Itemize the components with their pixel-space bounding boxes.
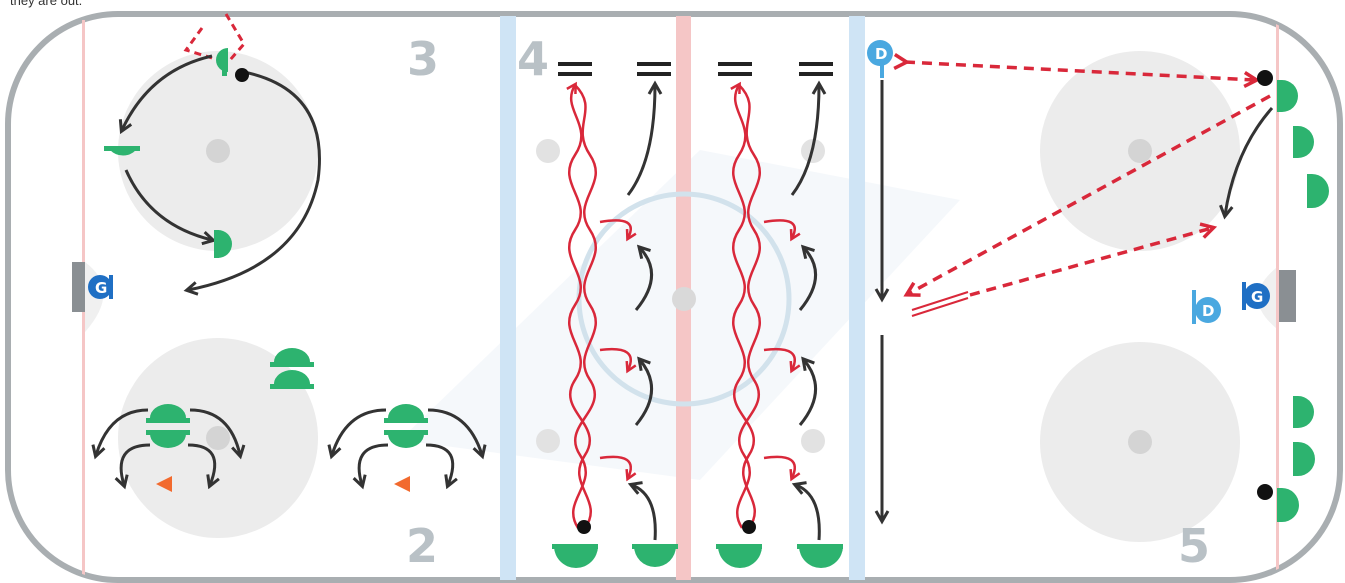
skate-path bbox=[189, 408, 246, 460]
pass-path bbox=[763, 455, 801, 482]
player-icon bbox=[218, 230, 232, 258]
pass-path bbox=[224, 13, 246, 61]
puck bbox=[577, 520, 591, 534]
player-icon bbox=[718, 546, 762, 568]
pass-path bbox=[599, 219, 637, 242]
player-icon bbox=[274, 348, 310, 362]
player-icon bbox=[1298, 126, 1314, 158]
player-icon bbox=[110, 150, 136, 156]
pass-path bbox=[893, 52, 1261, 89]
skate-path bbox=[790, 80, 827, 196]
defense-label: D bbox=[875, 45, 887, 63]
pass-path bbox=[763, 347, 801, 374]
station-number-3: 3 bbox=[407, 32, 439, 86]
weave-path bbox=[566, 81, 592, 529]
player-icon bbox=[274, 370, 310, 384]
defense-right: D bbox=[1192, 290, 1221, 324]
goalie-left: G bbox=[88, 275, 113, 299]
neutral-dot bbox=[801, 429, 825, 453]
defense-label: D bbox=[1202, 302, 1214, 320]
player-icon bbox=[1282, 488, 1299, 522]
net-left bbox=[72, 262, 85, 312]
neutral-dot bbox=[536, 139, 560, 163]
skate-path bbox=[425, 443, 458, 490]
station-5-drill bbox=[874, 52, 1329, 525]
skate-path bbox=[118, 54, 213, 135]
station-3-drill bbox=[104, 13, 321, 296]
weave-path bbox=[571, 84, 597, 529]
cone-icon bbox=[156, 476, 172, 492]
skate-path bbox=[626, 80, 663, 196]
puck bbox=[235, 68, 249, 82]
player-icon bbox=[1298, 396, 1314, 428]
cone-icon bbox=[394, 476, 410, 492]
player-icon bbox=[1312, 174, 1329, 208]
goalie-label: G bbox=[1251, 288, 1263, 306]
skate-path bbox=[187, 443, 220, 490]
skate-path bbox=[427, 408, 487, 460]
puck bbox=[1257, 484, 1273, 500]
player-icon bbox=[554, 546, 598, 568]
skate-path bbox=[634, 244, 654, 311]
station-2-drill bbox=[91, 348, 487, 492]
center-dot bbox=[672, 287, 696, 311]
player-icon bbox=[388, 434, 424, 448]
skate-path bbox=[634, 356, 654, 426]
puck bbox=[1257, 70, 1273, 86]
skate-path bbox=[124, 169, 217, 246]
skate-path bbox=[791, 481, 821, 541]
net-right bbox=[1279, 270, 1296, 322]
skate-path bbox=[627, 481, 657, 541]
blue-line-right bbox=[849, 16, 865, 580]
skate-path bbox=[798, 356, 818, 426]
target-lines bbox=[558, 62, 833, 76]
blue-line-left bbox=[500, 16, 516, 580]
pass-path bbox=[911, 291, 969, 311]
skate-path bbox=[352, 443, 389, 490]
player-icon bbox=[1282, 80, 1298, 112]
pass-path bbox=[969, 222, 1218, 297]
player-icon bbox=[388, 404, 424, 418]
weave-path bbox=[730, 81, 756, 529]
goal-line-right bbox=[1276, 20, 1279, 580]
player-icon bbox=[150, 404, 186, 418]
skate-path bbox=[327, 408, 387, 460]
skate-path bbox=[91, 408, 149, 460]
station-numbers: 3 4 2 5 bbox=[406, 32, 1210, 573]
neutral-dot bbox=[536, 429, 560, 453]
pass-path bbox=[763, 219, 801, 242]
station-number-4: 4 bbox=[517, 32, 549, 86]
goalie-label: G bbox=[95, 279, 107, 297]
pass-path bbox=[903, 94, 1271, 297]
station-number-2: 2 bbox=[406, 519, 438, 573]
pass-path bbox=[183, 27, 213, 60]
station-number-5: 5 bbox=[1178, 519, 1210, 573]
player-icon bbox=[634, 546, 676, 567]
skate-path bbox=[798, 244, 818, 311]
rink bbox=[5, 11, 1343, 583]
caption: they are out. bbox=[10, 0, 83, 8]
skate-path bbox=[183, 70, 321, 296]
defense-top: D bbox=[867, 40, 893, 78]
player-icon bbox=[799, 546, 843, 568]
pass-path bbox=[599, 347, 637, 374]
station-4-drill bbox=[552, 62, 843, 568]
player-icon bbox=[1298, 442, 1315, 476]
skate-path bbox=[114, 443, 151, 490]
puck bbox=[742, 520, 756, 534]
goalie-right: G bbox=[1242, 282, 1270, 310]
pass-path bbox=[599, 455, 637, 482]
skate-path bbox=[1219, 107, 1274, 220]
weave-path bbox=[735, 84, 761, 529]
player-icon bbox=[150, 434, 186, 448]
